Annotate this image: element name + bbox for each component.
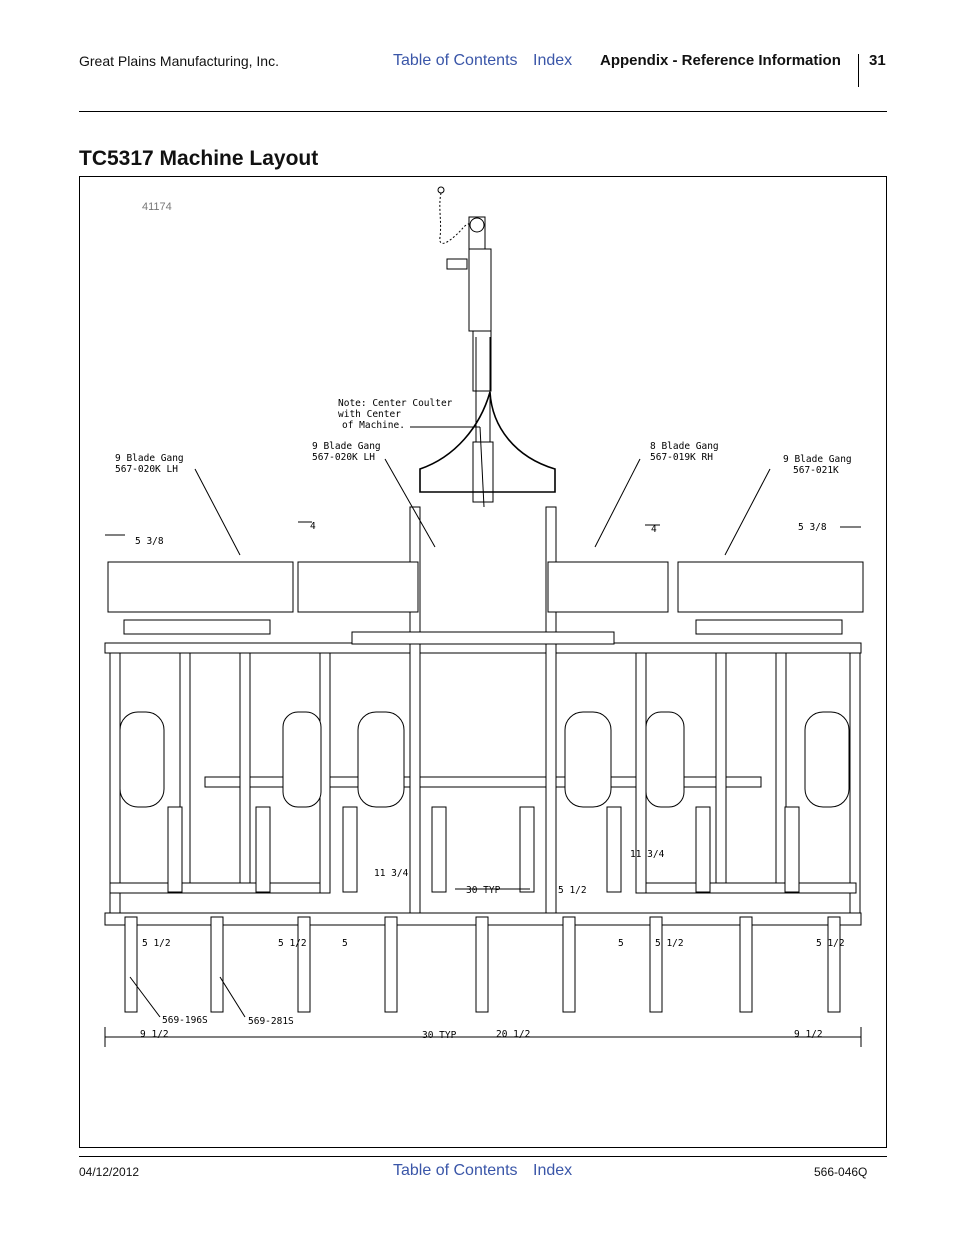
dim-label: 5 [618,938,624,949]
figure-frame [79,176,887,1148]
gang-label: 9 Blade Gang [115,453,184,464]
page-title: TC5317 Machine Layout [79,147,319,170]
dim-label: 5 3/8 [135,536,164,547]
part-label: 569-281S [248,1016,294,1027]
gang-label: 9 Blade Gang [783,454,852,465]
dim-label: 20 1/2 [496,1029,530,1040]
note-text: with Center [338,409,401,420]
machine-layout-drawing: Note: Center Coulter with Center of Mach… [104,186,864,1047]
dim-label: 5 [342,938,348,949]
note-text: Note: Center Coulter [338,398,453,409]
gang-label: 567-019K RH [650,452,713,463]
page-number: 31 [869,52,886,69]
figure-number: 41174 [142,201,172,213]
section-title: Appendix - Reference Information [600,52,841,69]
dim-label: 9 1/2 [794,1029,823,1040]
header-rule [79,111,887,112]
dim-label: 30 TYP [466,885,501,896]
header-index-link[interactable]: Index [533,52,573,69]
dim-label: 4 [651,524,657,535]
dim-label: 4 [310,521,316,532]
header-divider [858,54,859,87]
shanks [124,806,841,1013]
dim-label: 5 1/2 [816,938,845,949]
dimension-lines [104,521,862,1047]
dim-label: 30 TYP [422,1030,457,1041]
dim-label: 5 1/2 [558,885,587,896]
footer-index-link[interactable]: Index [533,1162,573,1179]
leader-lines [129,426,771,1018]
dim-label: 11 3/4 [374,868,409,879]
wheels [119,711,850,808]
footer-rule [79,1156,887,1157]
document-number: 566-046Q [814,1165,868,1179]
dim-label: 5 1/2 [655,938,684,949]
dimension-labels: 5 3/8 5 3/8 4 4 11 3/4 11 3/4 30 TYP 5 1… [135,521,845,1041]
gang-label: 9 Blade Gang [312,441,381,452]
gang-label: 567-020K LH [115,464,178,475]
tongue-frame [419,391,556,493]
dim-label: 5 1/2 [142,938,171,949]
part-label: 569-196S [162,1015,208,1026]
gang-label: 567-020K LH [312,452,375,463]
dim-label: 5 3/8 [798,522,827,533]
note-text: of Machine. [342,420,405,431]
page-header: Great Plains Manufacturing, Inc. Table o… [0,0,954,112]
dim-label: 5 1/2 [278,938,307,949]
gang-label: 567-021K [793,465,839,476]
gang-label: 8 Blade Gang [650,441,719,452]
header-toc-link[interactable]: Table of Contents [393,52,518,69]
footer-toc-link[interactable]: Table of Contents [393,1162,518,1179]
mid-toolbar [204,776,762,788]
dim-label: 11 3/4 [630,849,665,860]
disc-gangs [107,561,864,645]
callouts: Note: Center Coulter with Center of Mach… [115,398,852,476]
frame-members [109,506,861,914]
footer-date: 04/12/2012 [79,1165,140,1179]
company-name: Great Plains Manufacturing, Inc. [79,53,279,69]
dim-label: 9 1/2 [140,1029,169,1040]
hitch-assembly [437,186,494,503]
